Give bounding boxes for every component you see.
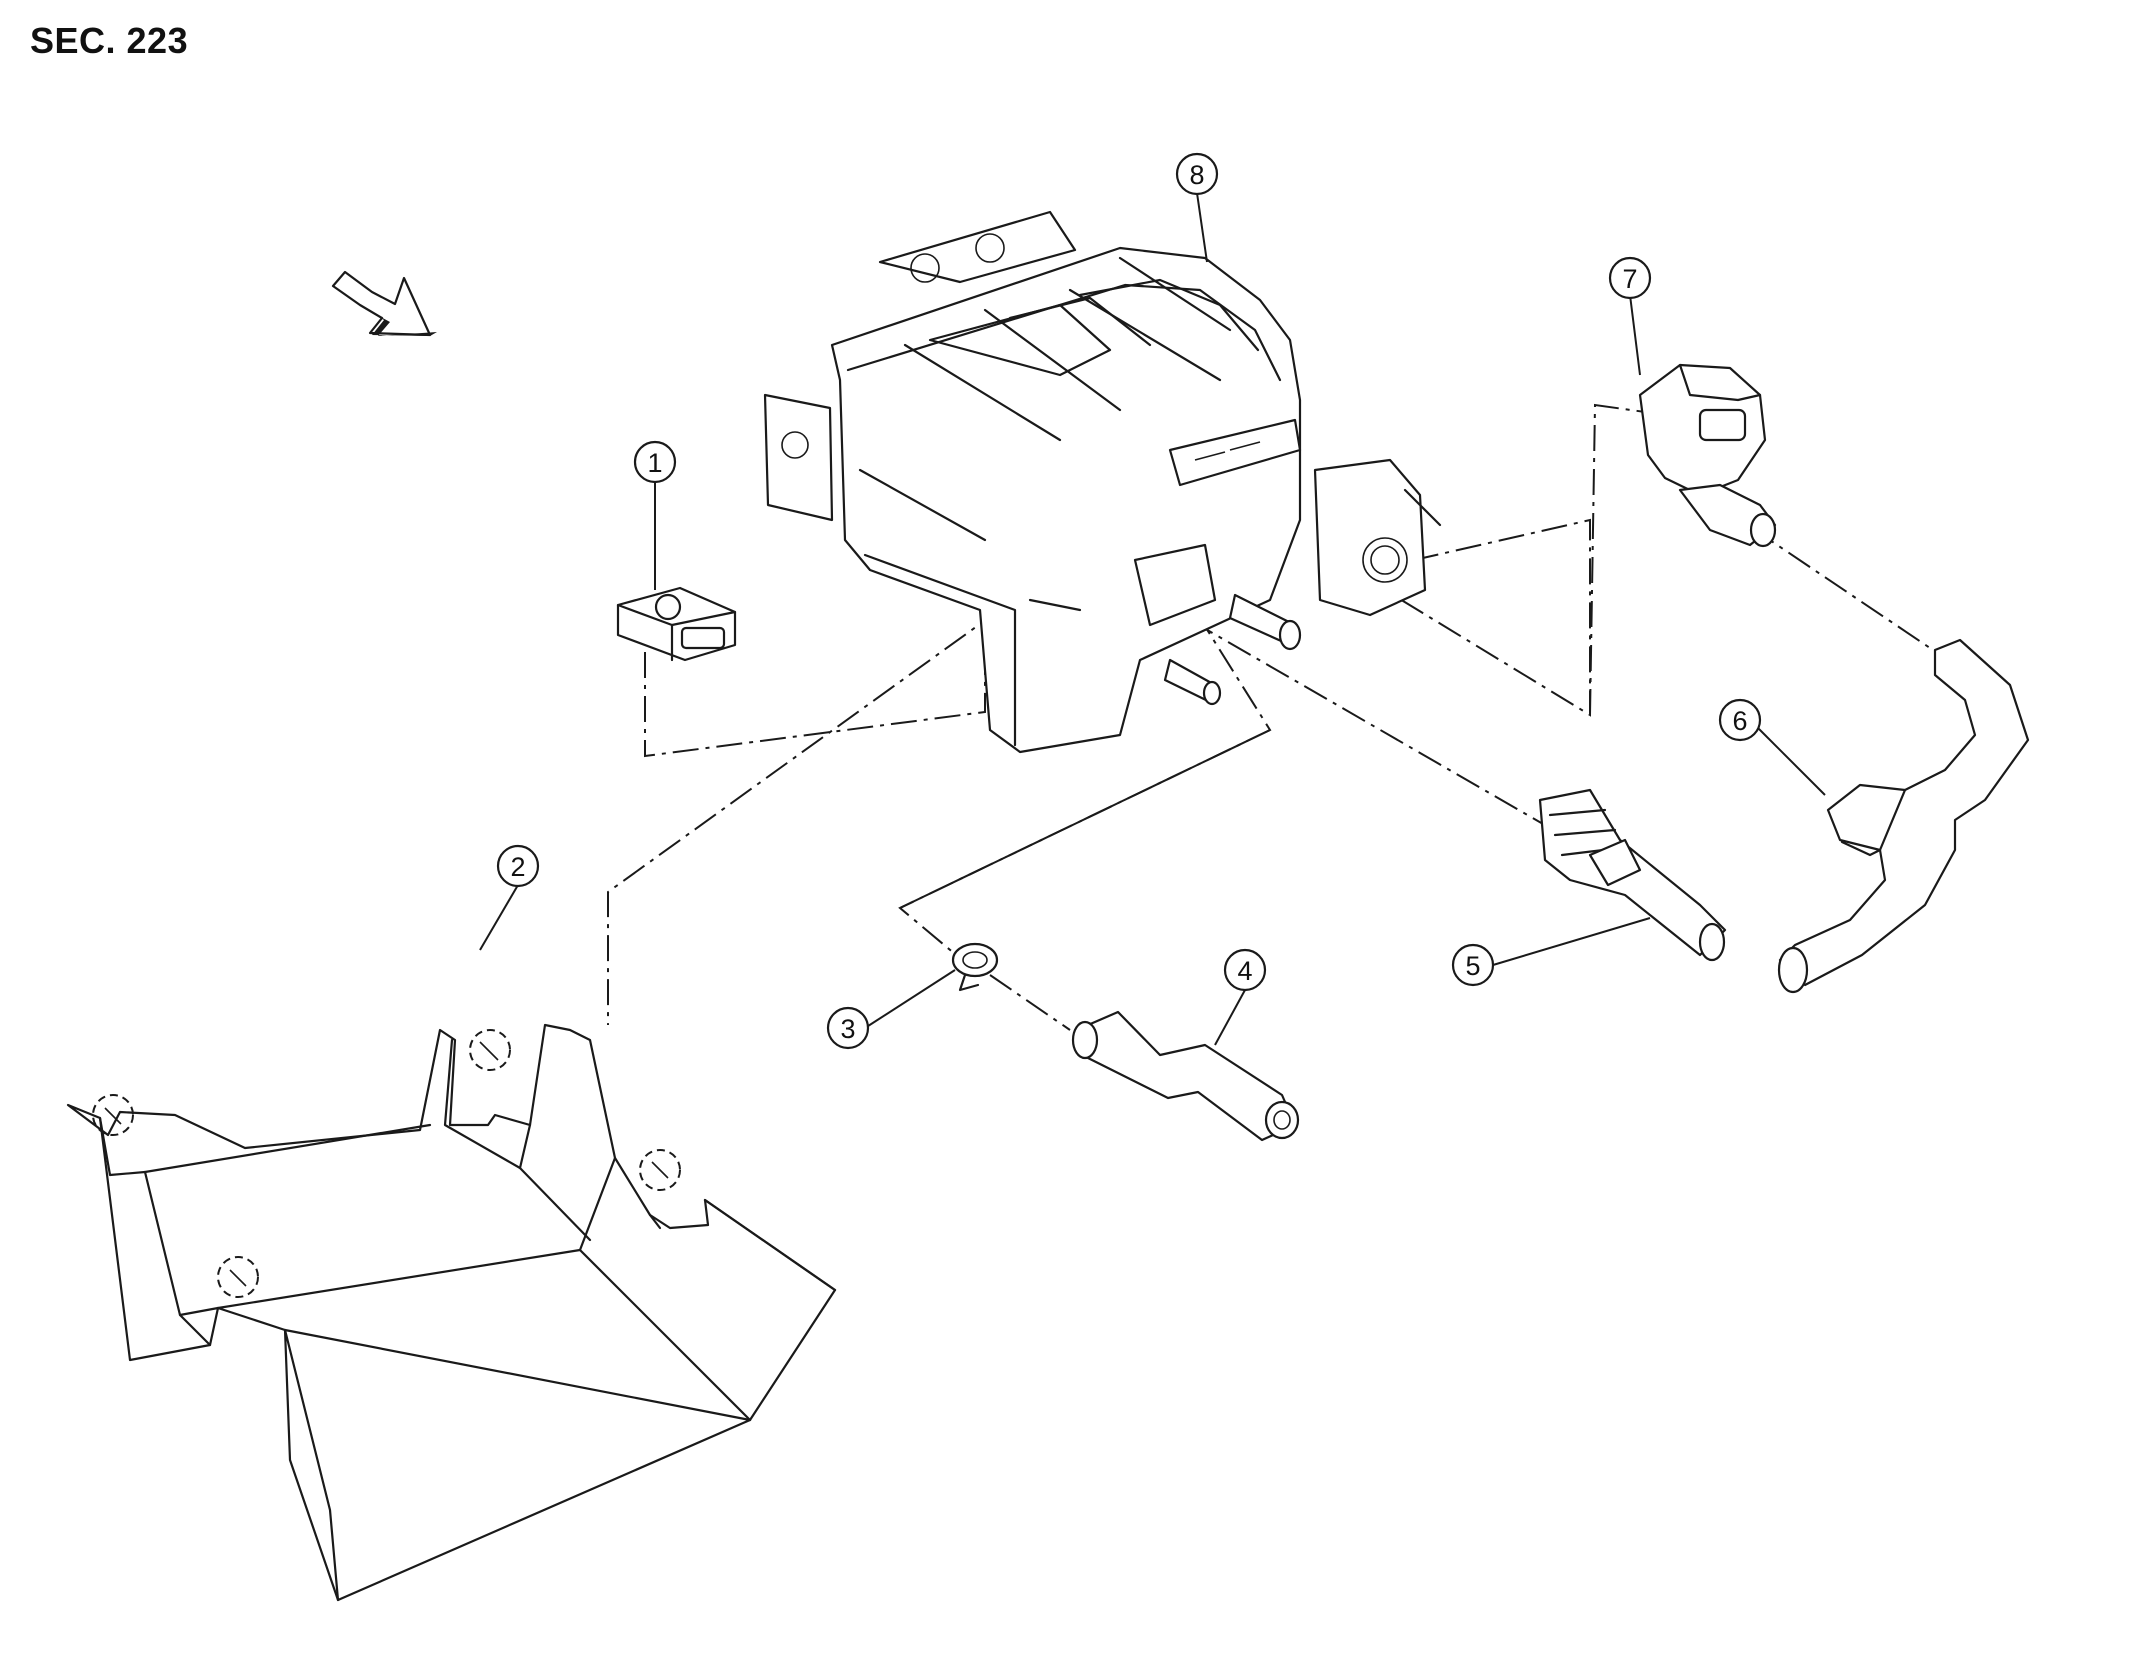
quick-connector-hose — [1538, 788, 1727, 962]
hose-clamp — [951, 942, 999, 992]
callout-6-label: 6 — [1732, 706, 1747, 736]
callout-5: 5 — [1451, 943, 1495, 987]
callout-6: 6 — [1718, 698, 1762, 742]
callout-7: 7 — [1608, 256, 1652, 300]
front-direction-arrow-icon — [331, 270, 437, 337]
callout-4: 4 — [1223, 948, 1267, 992]
assembly-lines — [607, 403, 1931, 1031]
evap-canister — [763, 210, 1442, 754]
callout-5-label: 5 — [1465, 951, 1480, 981]
control-valve — [1638, 363, 1777, 548]
callout-1-label: 1 — [647, 448, 662, 478]
section-title: SEC. 223 — [30, 20, 189, 61]
callout-2: 2 — [496, 844, 540, 888]
bent-hose — [1071, 1010, 1300, 1142]
callout-1: 1 — [633, 440, 677, 484]
callout-8-label: 8 — [1189, 160, 1204, 190]
callout-3-label: 3 — [840, 1014, 855, 1044]
callout-3: 3 — [826, 1006, 870, 1050]
callout-leaders — [479, 192, 1826, 1046]
callout-4-label: 4 — [1237, 956, 1252, 986]
callout-8: 8 — [1175, 152, 1219, 196]
callout-7-label: 7 — [1622, 264, 1637, 294]
large-bent-hose — [1777, 638, 2030, 994]
callout-2-label: 2 — [510, 852, 525, 882]
clip-connector — [616, 586, 737, 662]
canister-protector — [66, 1023, 837, 1602]
